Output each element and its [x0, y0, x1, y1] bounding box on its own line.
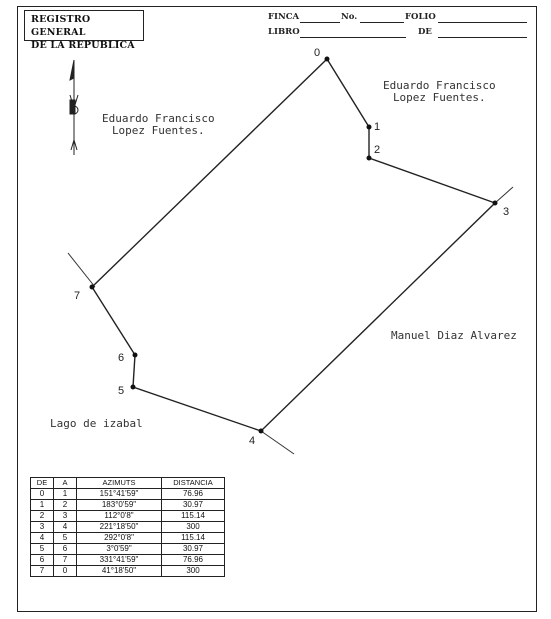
column-header-a: A [53, 477, 77, 489]
folio-blank [438, 22, 527, 23]
de-blank [438, 37, 527, 38]
point-label-0: 0 [314, 47, 320, 59]
cell-a: 5 [53, 532, 77, 544]
cell-a: 4 [53, 521, 77, 533]
registry-title-line2: DE LA REPUBLICA [31, 40, 135, 51]
point-label-5: 5 [118, 385, 124, 397]
cell-a: 6 [53, 543, 77, 555]
registry-title-box: REGISTRO GENERAL DE LA REPUBLICA [24, 10, 144, 51]
cell-distancia: 76.96 [161, 488, 225, 500]
cell-a: 3 [53, 510, 77, 522]
vertex-7 [89, 284, 95, 290]
cell-azimut: 3°0'59" [76, 543, 162, 555]
column-header-de: DE [30, 477, 54, 489]
cell-distancia: 300 [161, 521, 225, 533]
cell-de: 4 [30, 532, 54, 544]
finca-label: FINCA [268, 12, 300, 22]
plan-sheet [17, 6, 537, 612]
cell-distancia: 76.96 [161, 554, 225, 566]
libro-blank [300, 37, 406, 38]
point-label-3: 3 [503, 206, 509, 218]
cell-de: 1 [30, 499, 54, 511]
no-label: No. [341, 12, 358, 22]
table-row: 3 4 221°18'50" 300 [30, 521, 225, 533]
cell-distancia: 115.14 [161, 532, 225, 544]
registry-title-line1: REGISTRO GENERAL [31, 14, 91, 38]
table-row: 7 0 41°18'50" 300 [30, 565, 225, 577]
cell-de: 7 [30, 565, 54, 577]
cell-a: 1 [53, 488, 77, 500]
extension-line-3 [494, 186, 514, 204]
vertex-1 [366, 124, 372, 130]
vertex-4 [258, 428, 264, 434]
cell-distancia: 30.97 [161, 499, 225, 511]
vertex-5 [130, 384, 136, 390]
column-header-distancia: DISTANCIA [161, 477, 225, 489]
vertex-0 [324, 56, 330, 62]
cell-azimut: 41°18'50" [76, 565, 162, 577]
azimuth-table-container: DE A AZIMUTS DISTANCIA 0 1 151°41'59" 76… [30, 477, 225, 577]
table-row: 0 1 151°41'59" 76.96 [30, 488, 225, 500]
cell-azimut: 112°0'8" [76, 510, 162, 522]
point-label-2: 2 [374, 144, 380, 156]
cell-de: 2 [30, 510, 54, 522]
owner-ne-line1: Eduardo Francisco [383, 79, 496, 92]
owner-label-south-west: Lago de izabal [50, 417, 143, 430]
libro-label: LIBRO [268, 27, 300, 37]
vertex-3 [492, 200, 498, 206]
point-label-4: 4 [249, 435, 255, 447]
owner-label-north-west: Eduardo Francisco Lopez Fuentes. [102, 113, 215, 137]
cell-distancia: 115.14 [161, 510, 225, 522]
vertex-2 [366, 155, 372, 161]
cell-a: 0 [53, 565, 77, 577]
table-row: 1 2 183°0'59" 30.97 [30, 499, 225, 511]
point-label-1: 1 [374, 121, 380, 133]
vertex-6 [132, 352, 138, 358]
owner-ne-line2: Lopez Fuentes. [392, 91, 486, 104]
azimuth-table: DE A AZIMUTS DISTANCIA 0 1 151°41'59" 76… [30, 477, 225, 577]
table-row: 2 3 112°0'8" 115.14 [30, 510, 225, 522]
extension-line-4 [260, 430, 295, 455]
owner-label-south-east: Manuel Diaz Alvarez [391, 329, 517, 342]
table-row: 6 7 331°41'59" 76.96 [30, 554, 225, 566]
cell-de: 0 [30, 488, 54, 500]
no-blank [360, 22, 404, 23]
cell-a: 7 [53, 554, 77, 566]
cell-de: 3 [30, 521, 54, 533]
point-label-6: 6 [118, 352, 124, 364]
table-row: 4 5 292°0'8" 115.14 [30, 532, 225, 544]
cell-azimut: 151°41'59" [76, 488, 162, 500]
cell-distancia: 30.97 [161, 543, 225, 555]
owner-label-north-east: Eduardo Francisco Lopez Fuentes. [383, 80, 496, 104]
de-label: DE [418, 27, 432, 37]
column-header-azimuts: AZIMUTS [76, 477, 162, 489]
owner-nw-line2: Lopez Fuentes. [111, 124, 205, 137]
owner-nw-line1: Eduardo Francisco [102, 112, 215, 125]
point-label-7: 7 [74, 290, 80, 302]
cell-de: 5 [30, 543, 54, 555]
cell-azimut: 292°0'8" [76, 532, 162, 544]
cell-distancia: 300 [161, 565, 225, 577]
folio-label: FOLIO [405, 12, 436, 22]
table-row: 5 6 3°0'59" 30.97 [30, 543, 225, 555]
cell-a: 2 [53, 499, 77, 511]
finca-blank [300, 22, 340, 23]
cell-azimut: 331°41'59" [76, 554, 162, 566]
cell-azimut: 183°0'59" [76, 499, 162, 511]
cell-de: 6 [30, 554, 54, 566]
vertices [89, 56, 498, 434]
extension-line-7 [67, 252, 96, 288]
north-arrow-icon [69, 59, 79, 155]
table-header-row: DE A AZIMUTS DISTANCIA [30, 477, 225, 489]
cell-azimut: 221°18'50" [76, 521, 162, 533]
